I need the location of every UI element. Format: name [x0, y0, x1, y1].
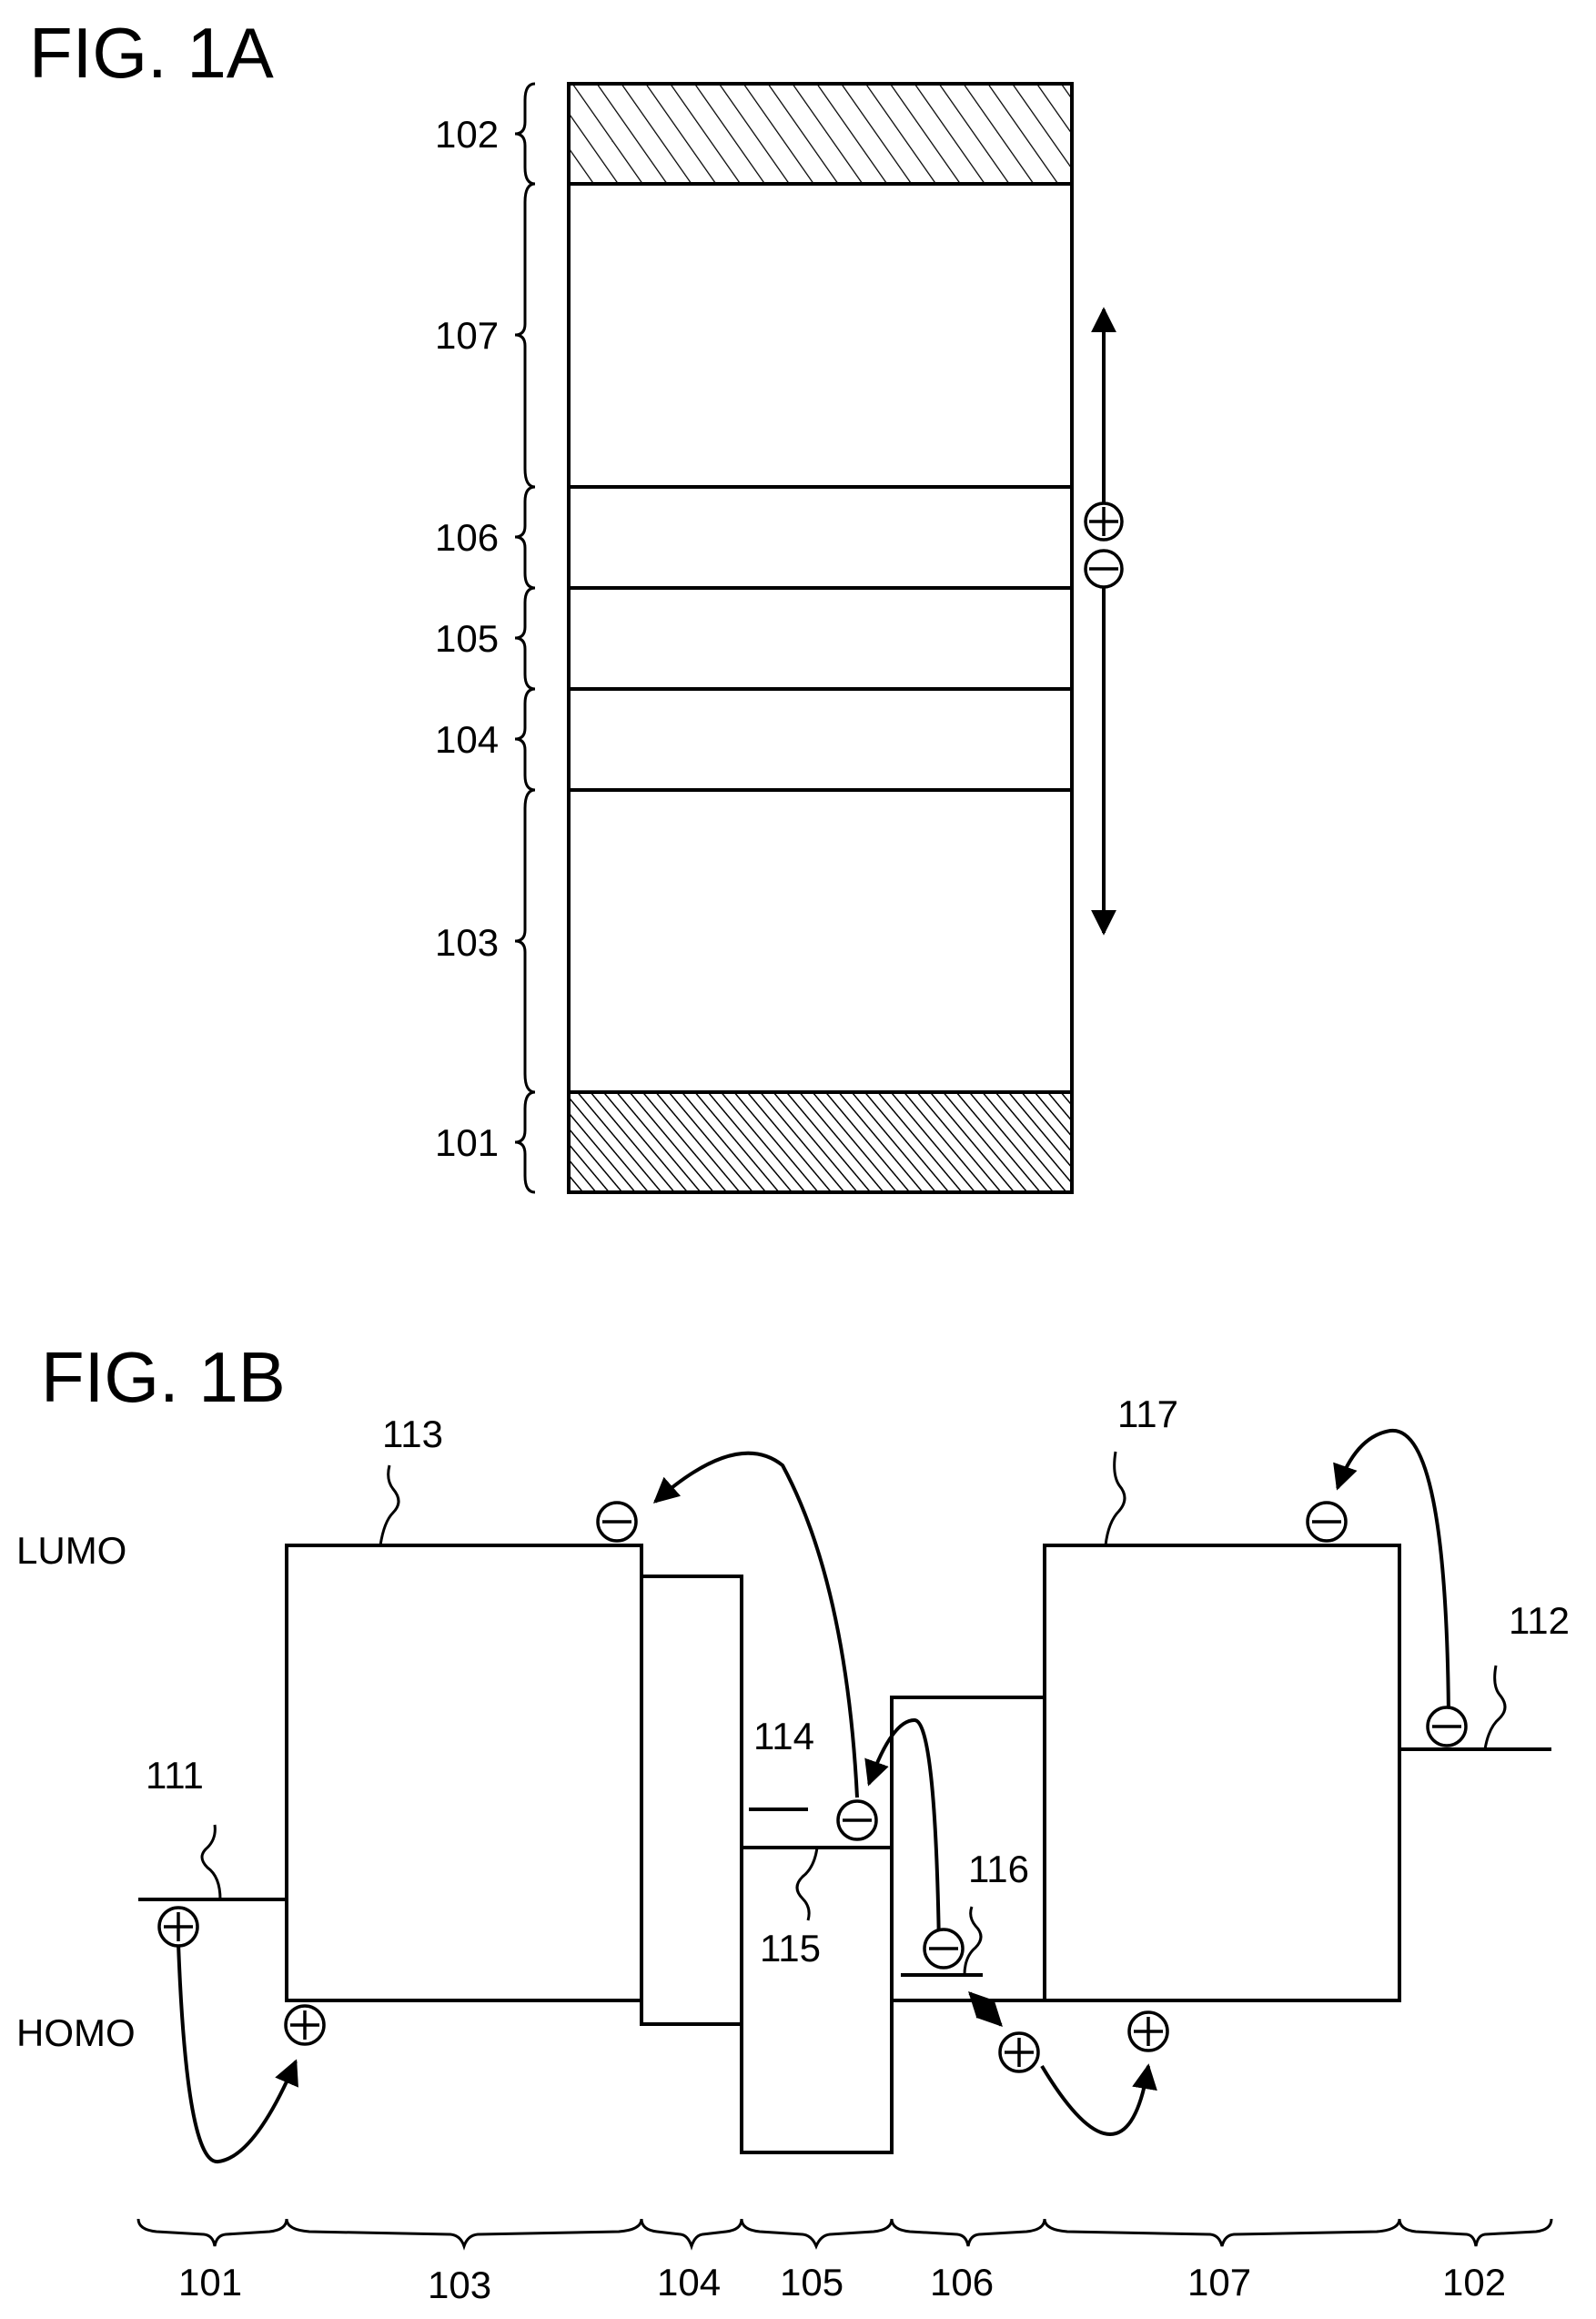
ref-111: 111 — [146, 1754, 204, 1797]
region-brace-104: 104 — [641, 2219, 742, 2304]
electron-symbol — [924, 1929, 963, 1968]
ref-112: 112 — [1509, 1599, 1570, 1642]
ref-113: 113 — [382, 1413, 443, 1455]
layer-stack-outline — [569, 84, 1072, 1192]
layer-ref-105: 105 — [435, 588, 535, 689]
fig-1b: FIG. 1B LUMO HOMO 111 113 114 115 116 11… — [16, 1337, 1570, 2306]
hole-symbol — [159, 1908, 197, 1946]
hole-symbol — [1000, 2033, 1038, 2071]
hole-symbol — [286, 2006, 324, 2044]
region-label: 104 — [657, 2261, 721, 2304]
leader-113 — [380, 1465, 399, 1545]
fig-1a-title: FIG. 1A — [29, 13, 274, 93]
hole-symbol — [1086, 503, 1122, 540]
fig-1a: FIG. 1A 102 107 106 105 104 — [29, 13, 1122, 1192]
ref-116: 116 — [968, 1848, 1029, 1890]
band-104 — [641, 1576, 742, 2024]
region-brace-103: 103 — [287, 2219, 641, 2306]
ref-label: 106 — [435, 516, 499, 559]
region-label: 105 — [780, 2261, 843, 2304]
band-103 — [287, 1545, 641, 2000]
fig-1b-title: FIG. 1B — [41, 1337, 286, 1417]
region-brace-107: 107 — [1045, 2219, 1399, 2304]
ref-label: 107 — [435, 314, 499, 357]
region-label: 107 — [1187, 2261, 1251, 2304]
region-brace-105: 105 — [742, 2219, 892, 2304]
region-label: 102 — [1442, 2261, 1506, 2304]
layer-102-electrode — [569, 84, 1072, 184]
ref-label: 104 — [435, 718, 499, 761]
layer-ref-103: 103 — [435, 790, 535, 1092]
ref-label: 103 — [435, 921, 499, 964]
region-brace-102: 102 — [1399, 2219, 1551, 2304]
band-105 — [742, 1848, 892, 2152]
ref-label: 102 — [435, 113, 499, 156]
region-brace-106: 106 — [892, 2219, 1045, 2304]
leader-111 — [202, 1825, 220, 1899]
ref-label: 105 — [435, 617, 499, 660]
electron-symbol — [1428, 1707, 1466, 1746]
electron-symbol — [598, 1503, 636, 1541]
ref-115: 115 — [760, 1927, 821, 1970]
electron-symbol — [1086, 551, 1122, 587]
hole-symbol — [1129, 2012, 1167, 2051]
layer-ref-104: 104 — [435, 689, 535, 790]
leader-117 — [1106, 1452, 1125, 1545]
layer-ref-106: 106 — [435, 487, 535, 588]
hole-injection-arrow — [178, 1943, 296, 2162]
region-label: 103 — [428, 2263, 491, 2306]
ref-117: 117 — [1117, 1392, 1178, 1435]
region-brace-101: 101 — [138, 2219, 287, 2304]
layer-ref-107: 107 — [435, 184, 535, 487]
homo-label: HOMO — [16, 2011, 136, 2054]
lumo-label: LUMO — [16, 1529, 126, 1572]
electron-symbol — [1308, 1503, 1346, 1541]
layer-ref-102: 102 — [435, 84, 535, 184]
region-label: 101 — [178, 2261, 242, 2304]
ref-114: 114 — [753, 1715, 814, 1757]
ref-label: 101 — [435, 1121, 499, 1164]
layer-101-electrode — [569, 1092, 1072, 1192]
band-107 — [1045, 1545, 1399, 2000]
electron-symbol — [838, 1801, 876, 1839]
layer-ref-101: 101 — [435, 1092, 535, 1192]
leader-112 — [1485, 1666, 1505, 1749]
region-label: 106 — [930, 2261, 994, 2304]
hole-transfer-arrow-107 — [1042, 2066, 1148, 2134]
